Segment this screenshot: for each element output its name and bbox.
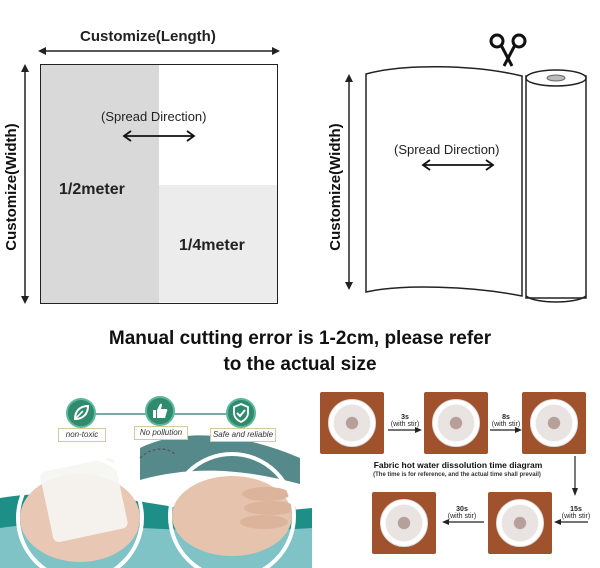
width-arrow-left: [21, 64, 29, 304]
half-meter-label: 1/2meter: [59, 181, 125, 198]
quarter-meter-region: [159, 185, 277, 302]
leaf-icon: [66, 398, 96, 428]
dissolution-photo-start: [320, 392, 384, 454]
arrow-step-4: [442, 519, 484, 525]
cutting-notice: Manual cutting error is 1-2cm, please re…: [0, 326, 600, 378]
thumbs-up-icon: [145, 396, 175, 426]
step-3s-label: 3s (with stir): [390, 414, 420, 428]
step-8s-label: 8s (with stir): [491, 414, 521, 428]
dissolution-subtitle: (The time is for reference, and the actu…: [373, 472, 541, 478]
spread-arrow-roll: [421, 159, 495, 171]
fabric-square: (Spread Direction) 1/2meter 1/4meter: [40, 64, 278, 304]
arrow-step-3: [554, 519, 588, 525]
length-label: Customize(Length): [80, 28, 216, 45]
shield-check-icon: [226, 398, 256, 428]
dissolution-photo-8s: [522, 392, 586, 454]
dissolution-photo-3s: [424, 392, 488, 454]
spread-label-square: (Spread Direction): [101, 109, 207, 124]
scissors-icon: [489, 33, 527, 67]
feature-label-no-pollution: No pollution: [134, 426, 188, 440]
dissolution-photo-30s: [372, 492, 436, 554]
half-meter-region: [41, 65, 159, 303]
dissolution-photo-15s: [488, 492, 552, 554]
features-panel: non-toxic No pollution Safe and reliable: [0, 388, 312, 568]
dissolution-panel: 3s (with stir) 8s (with stir) Fabric hot…: [318, 388, 600, 568]
cutting-notice-line2: to the actual size: [223, 354, 377, 375]
arrow-step-2: [490, 427, 522, 433]
arrow-down: [572, 456, 578, 496]
step-15s-label: 15s (with stir): [561, 506, 591, 520]
arrow-step-1: [388, 427, 422, 433]
length-arrow: [38, 47, 280, 55]
top-right-region: [159, 65, 277, 185]
feature-label-non-toxic: non-toxic: [58, 428, 106, 442]
dissolution-title: Fabric hot water dissolution time diagra…: [373, 460, 543, 470]
panel-left-background: [0, 388, 312, 568]
width-arrow-right: [345, 74, 353, 290]
step-30s-label: 30s (with stir): [447, 506, 477, 520]
quarter-meter-label: 1/4meter: [179, 237, 245, 254]
feature-label-safe-reliable: Safe and reliable: [210, 428, 276, 442]
spread-arrow-square: [122, 130, 196, 142]
cutting-notice-line1: Manual cutting error is 1-2cm, please re…: [108, 328, 492, 349]
spread-label-roll: (Spread Direction): [394, 142, 500, 157]
fabric-roll: [365, 65, 587, 303]
